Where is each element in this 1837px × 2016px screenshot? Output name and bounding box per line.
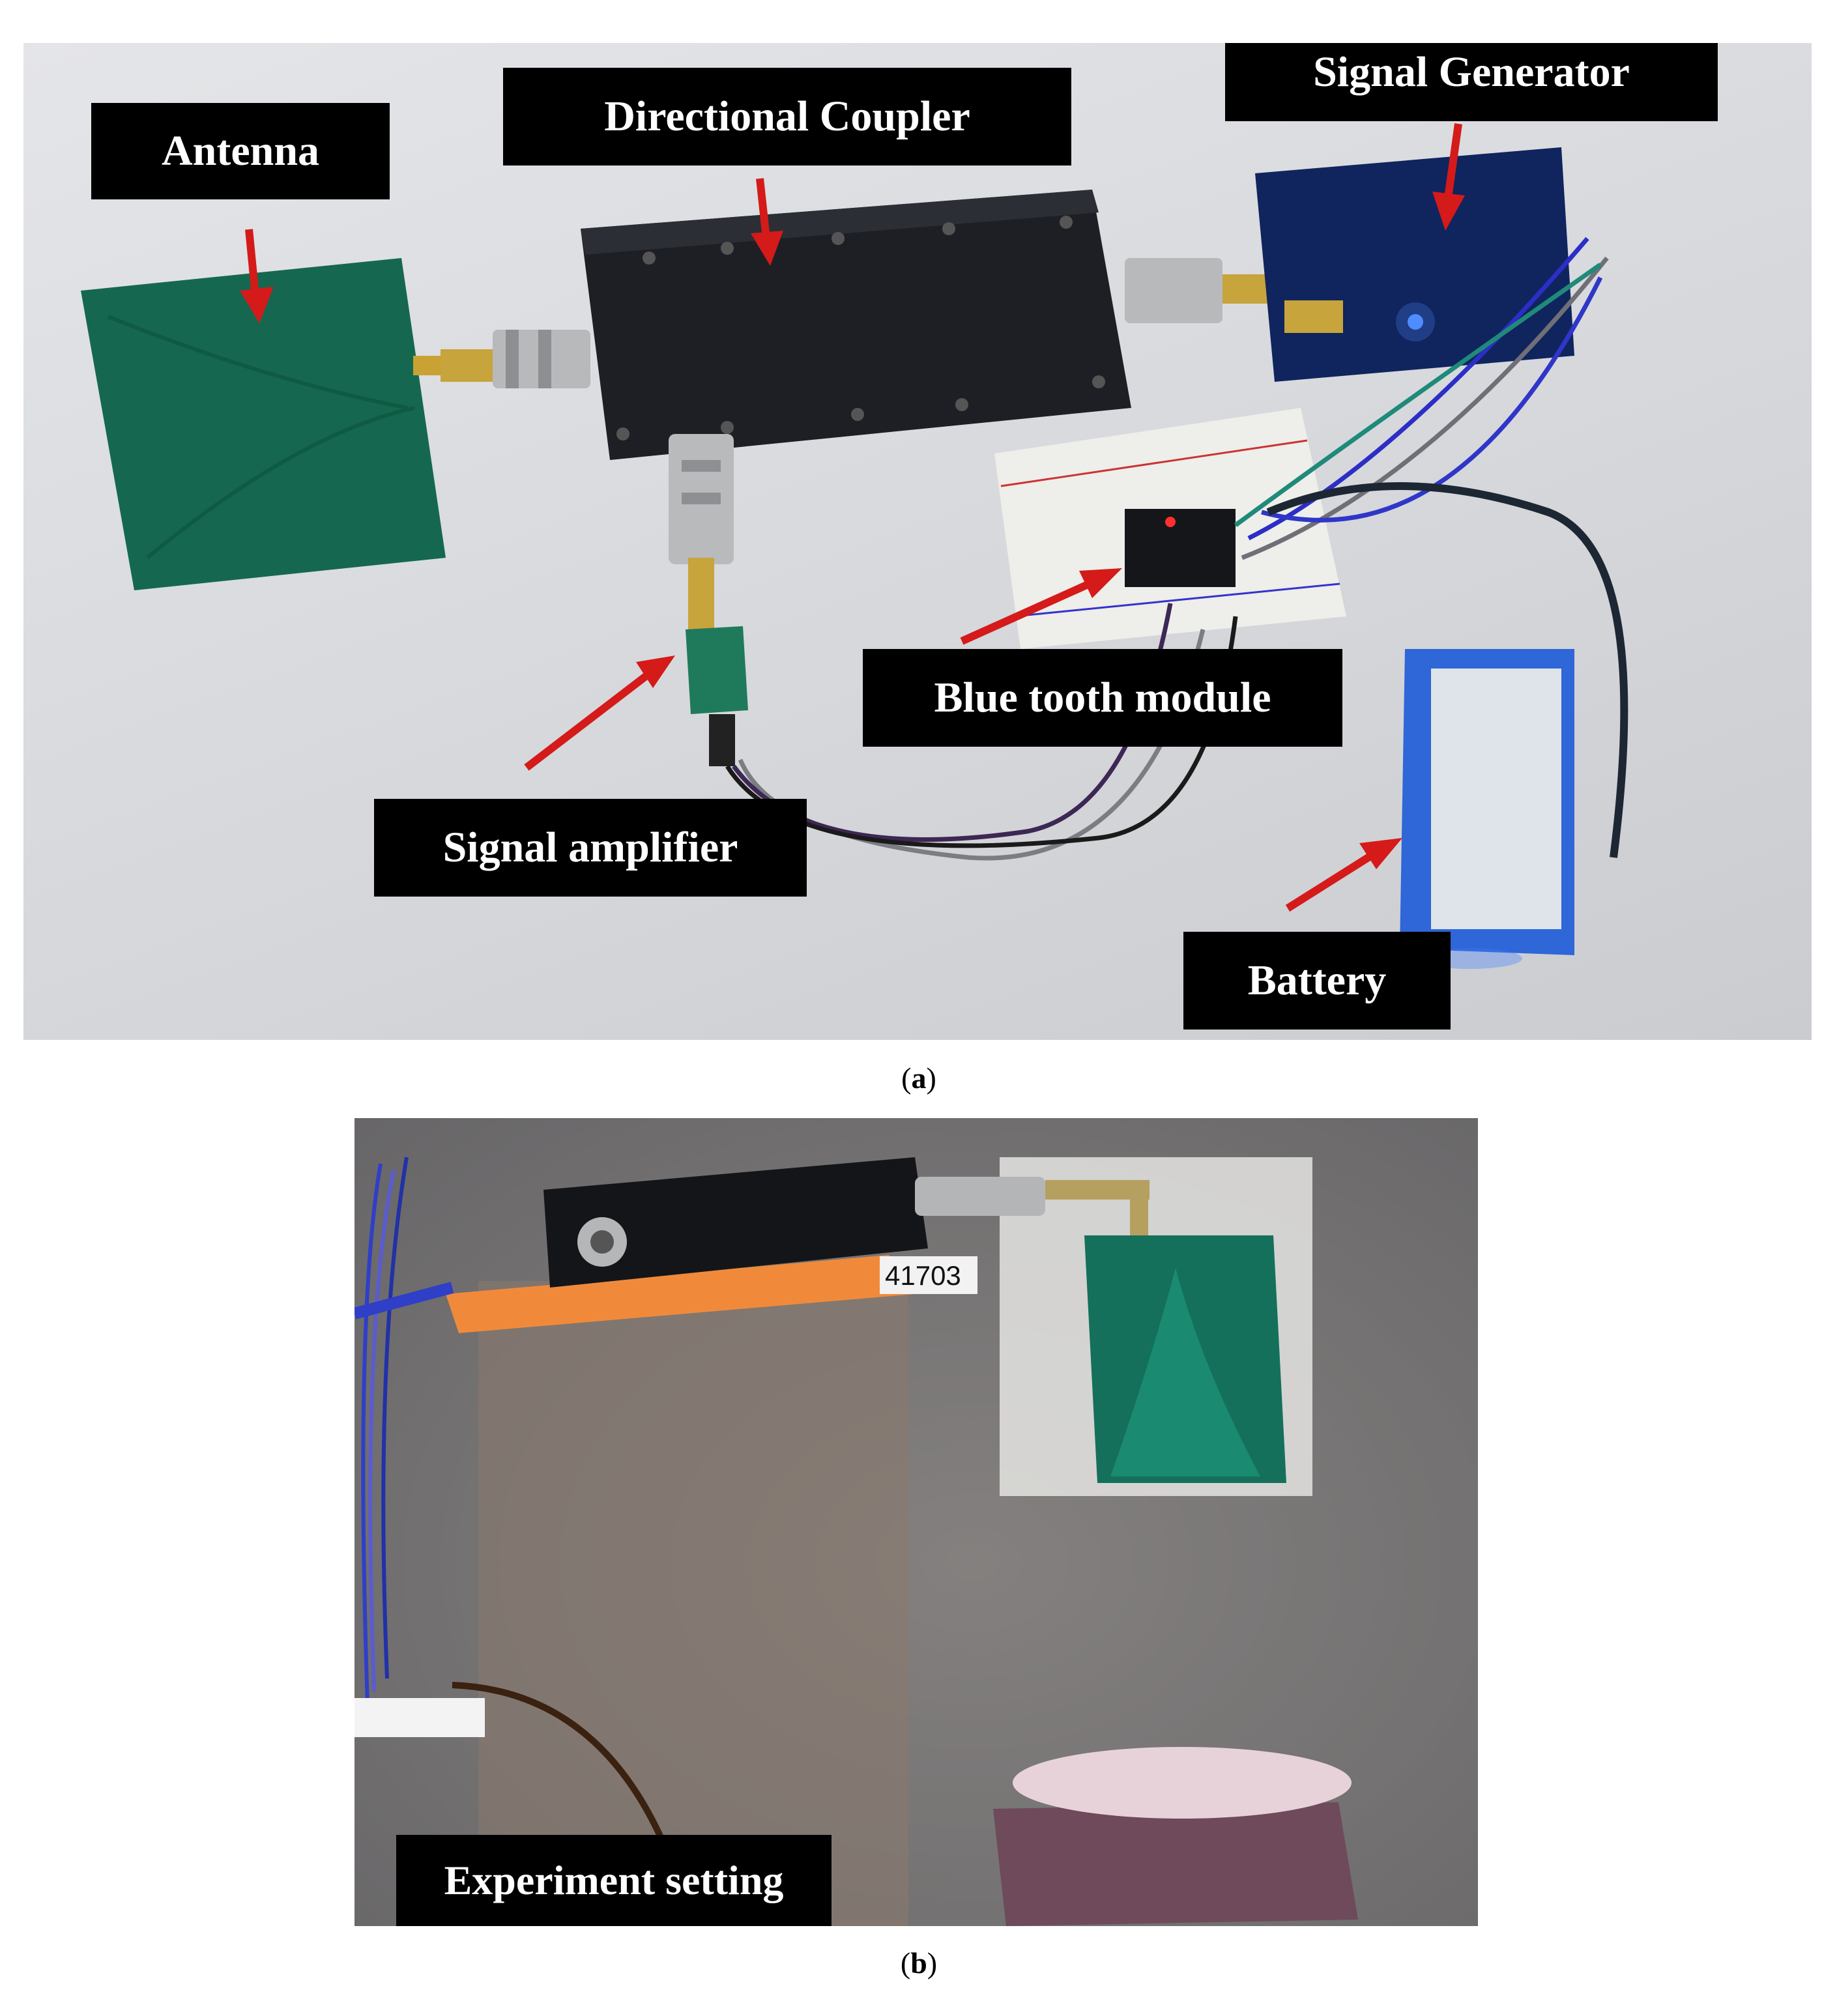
tissue-sample bbox=[993, 1747, 1358, 1926]
panel-b-photo: 41703 Experiment settin bbox=[354, 1118, 1478, 1926]
left-wires bbox=[354, 1157, 454, 1705]
caption-b: (b) bbox=[900, 1946, 938, 1980]
directional-coupler-box bbox=[581, 190, 1131, 460]
svg-text:41703: 41703 bbox=[885, 1260, 961, 1291]
directional-coupler-label: Directional Coupler bbox=[503, 68, 1071, 166]
signal-generator-label: Signal Generator bbox=[1225, 43, 1718, 121]
signal-generator-board bbox=[1255, 147, 1574, 382]
amplifier-connector bbox=[669, 434, 734, 636]
hardware-setup-photo bbox=[81, 123, 1628, 969]
experiment-photo: 41703 bbox=[354, 1118, 1478, 1926]
blue-tooth-module-label: Blue tooth module bbox=[863, 649, 1342, 747]
signal-amplifier-board bbox=[686, 626, 748, 766]
antenna-connector bbox=[441, 330, 590, 388]
experiment-setting-label: Experiment setting bbox=[396, 1835, 832, 1926]
annotation-arrows bbox=[240, 123, 1465, 912]
battery-label: Battery bbox=[1183, 932, 1451, 1030]
hanging-antenna bbox=[1084, 1235, 1286, 1483]
coupler-block bbox=[543, 1157, 928, 1288]
antenna-label: Antenna bbox=[91, 103, 390, 199]
caption-b-letter: b bbox=[910, 1946, 927, 1980]
sticker: 41703 bbox=[880, 1256, 977, 1294]
panel-a-photo: Antenna Directional Coupler Signal Gener… bbox=[23, 43, 1812, 1040]
caption-a-letter: a bbox=[911, 1061, 927, 1095]
signal-amplifier-label: Signal amplifier bbox=[374, 799, 807, 897]
battery-pack bbox=[1400, 649, 1574, 969]
antenna-board bbox=[81, 258, 452, 590]
orange-holder bbox=[446, 1255, 915, 1333]
caption-a: (a) bbox=[901, 1061, 936, 1095]
